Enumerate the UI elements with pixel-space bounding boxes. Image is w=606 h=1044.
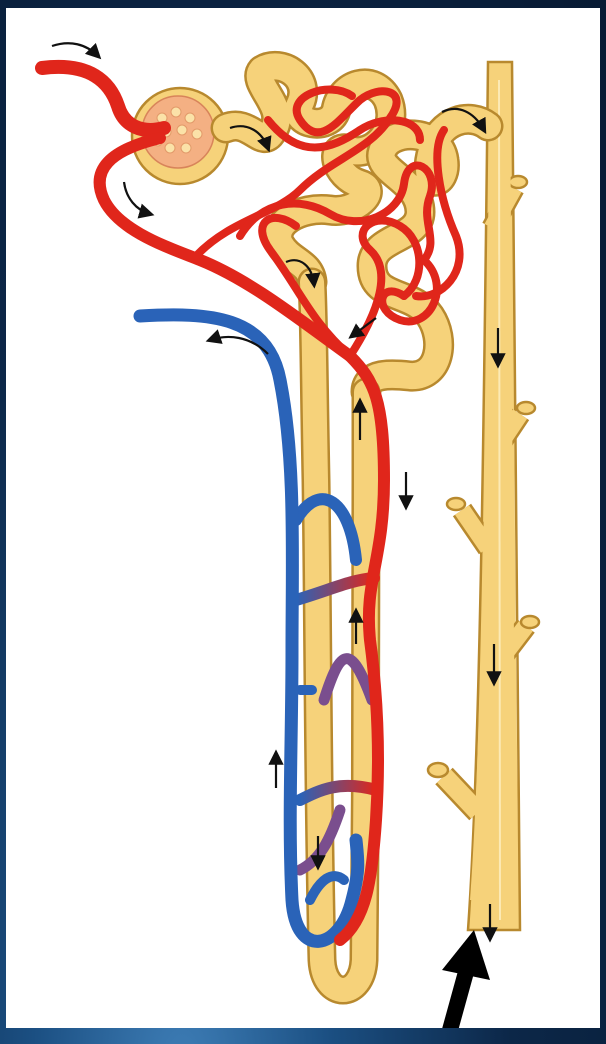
flow-arrow [52,43,98,56]
pointer-arrow [442,930,490,1028]
nephron-diagram [6,8,600,1028]
collecting-duct-branch [428,763,478,812]
flow-arrow [124,182,150,214]
figure-panel [6,8,600,1028]
